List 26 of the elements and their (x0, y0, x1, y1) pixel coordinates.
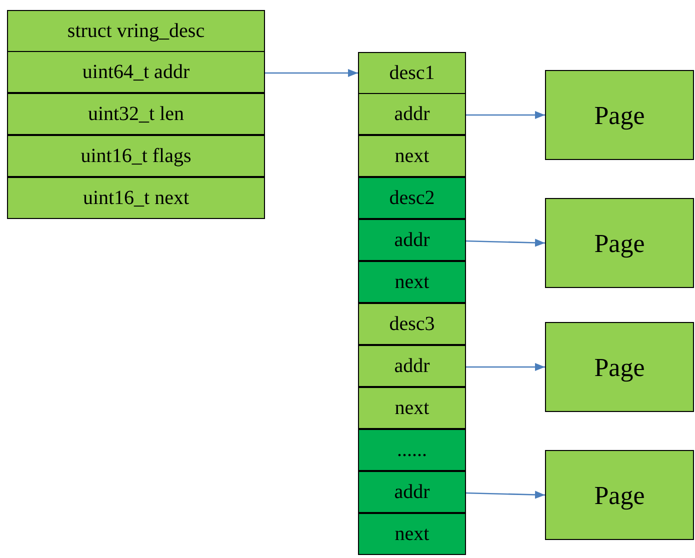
page-box: Page (545, 322, 694, 412)
field-cell: uint64_t addr (7, 51, 265, 93)
arrow (466, 111, 545, 119)
arrow (466, 238, 546, 247)
field-cell: desc1 (358, 52, 466, 94)
field-cell: addr (358, 345, 466, 387)
field-cell: ...... (358, 429, 466, 471)
field-cell: addr (358, 93, 466, 135)
arrow (265, 69, 358, 77)
field-cell: next (358, 135, 466, 177)
field-cell: desc2 (358, 177, 466, 219)
page-box: Page (545, 198, 694, 288)
page-box: Page (545, 450, 694, 540)
field-cell: next (358, 513, 466, 555)
field-cell: addr (358, 219, 466, 261)
field-cell: desc3 (358, 303, 466, 345)
field-cell: uint32_t len (7, 93, 265, 135)
field-cell: addr (358, 471, 466, 513)
field-cell: next (358, 387, 466, 429)
field-cell: uint16_t next (7, 177, 265, 219)
page-box: Page (545, 70, 694, 160)
field-cell: next (358, 261, 466, 303)
field-cell: uint16_t flags (7, 135, 265, 177)
arrow (466, 490, 546, 499)
arrow (466, 363, 545, 371)
field-cell: struct vring_desc (7, 10, 265, 52)
